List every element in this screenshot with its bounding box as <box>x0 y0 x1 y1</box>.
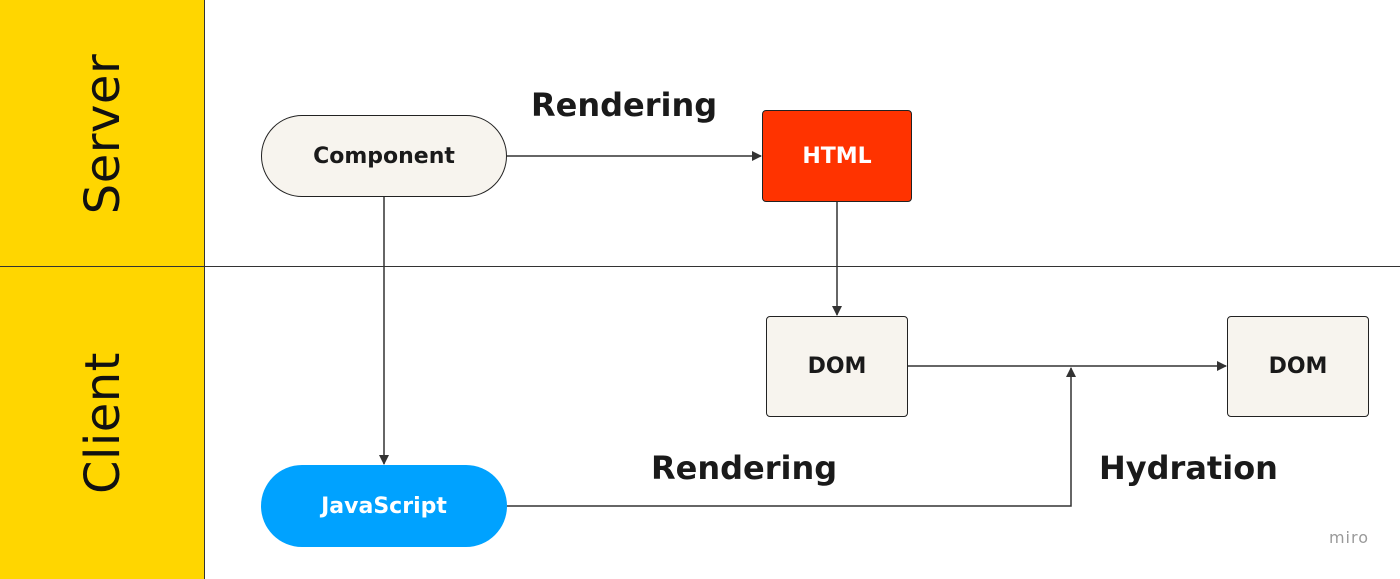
miro-watermark: miro <box>1328 528 1369 547</box>
lane-label-column <box>0 0 205 579</box>
label-server-rendering: Rendering <box>531 86 718 124</box>
component-node[interactable]: Component <box>261 115 507 197</box>
dom-node-initial[interactable]: DOM <box>766 316 908 417</box>
label-client-rendering: Rendering <box>651 449 838 487</box>
label-hydration: Hydration <box>1099 449 1278 487</box>
javascript-node[interactable]: JavaScript <box>261 465 507 547</box>
dom-node-hydrated[interactable]: DOM <box>1227 316 1369 417</box>
html-node[interactable]: HTML <box>762 110 912 202</box>
connector-javascript-to-hydration <box>507 367 1076 507</box>
lane-divider <box>0 266 1400 267</box>
